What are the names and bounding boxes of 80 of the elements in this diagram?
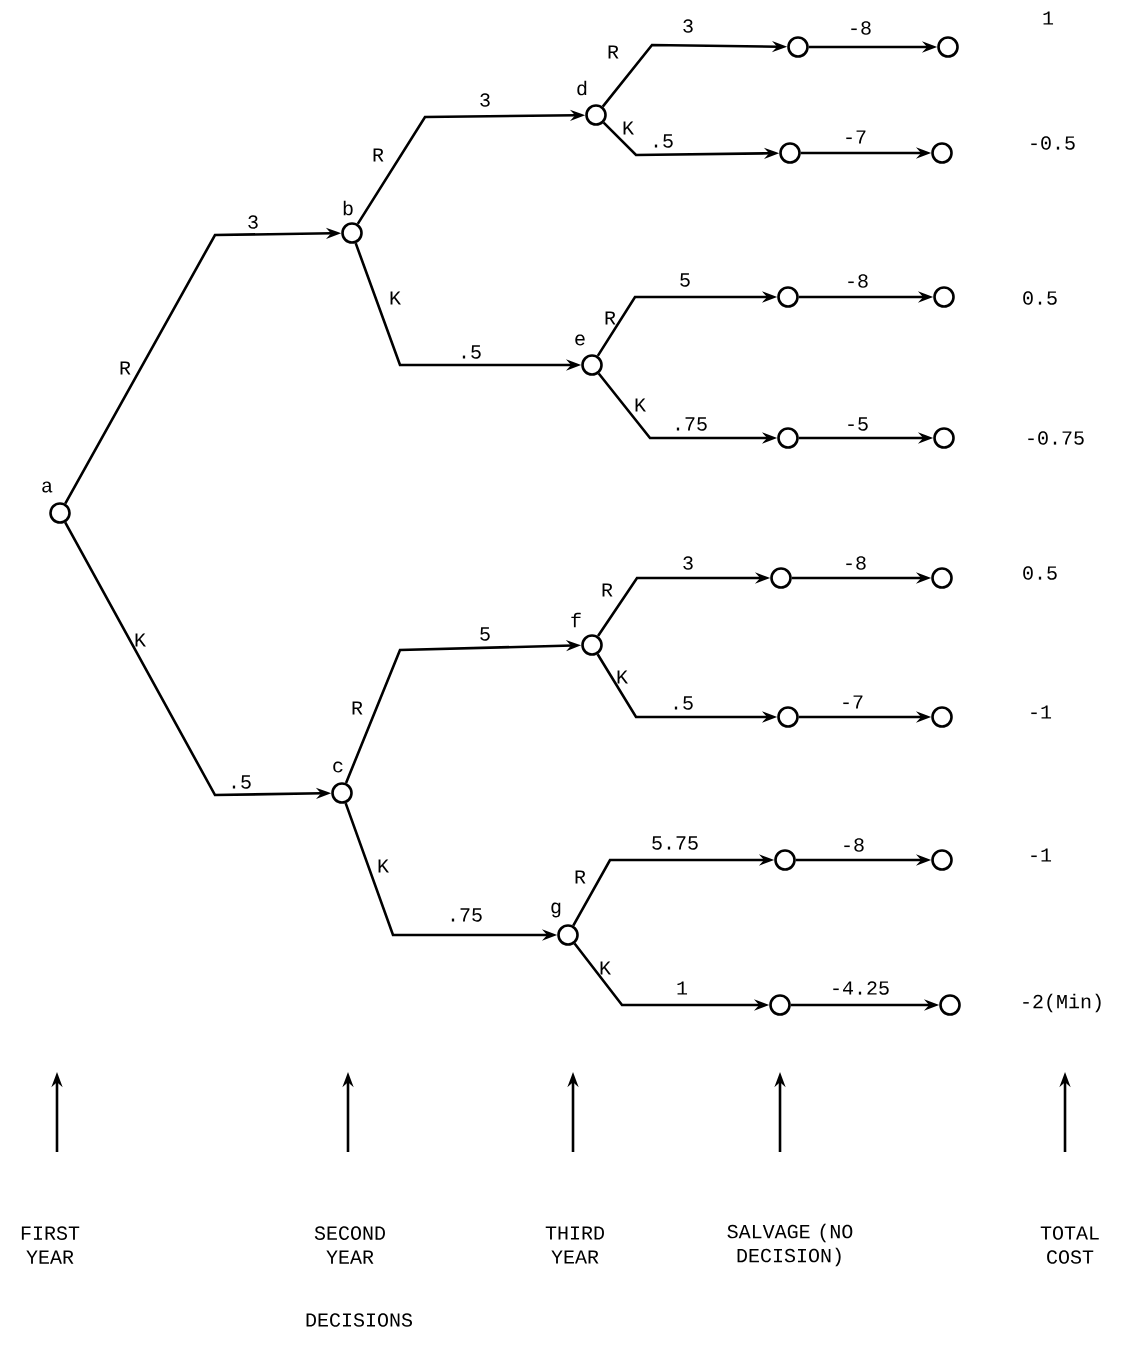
node-circle: [777, 706, 799, 728]
edge-label: -7: [842, 129, 868, 145]
label: TOTAL COST: [1040, 1226, 1099, 1264]
label: K: [623, 121, 634, 135]
label: SECOND YEAR: [314, 1226, 385, 1264]
edge-label: 3: [246, 214, 260, 230]
node-circle: [779, 142, 801, 164]
edge-label: 1: [675, 980, 689, 996]
edge-label: -8: [842, 555, 868, 571]
label: 1: [1043, 11, 1054, 25]
node-circle: [939, 994, 961, 1016]
node-letter: d: [577, 80, 587, 96]
node-circle: [933, 286, 955, 308]
node-circle: [774, 849, 796, 871]
node-circle: [931, 567, 953, 589]
edge-label: 3: [681, 555, 695, 571]
edge-label: -8: [840, 837, 866, 853]
edge-label: 3: [478, 92, 492, 108]
label: K: [135, 633, 146, 647]
edge-label: .5: [457, 344, 483, 360]
label: -2(Min): [1023, 993, 1101, 1013]
node-circle: [931, 706, 953, 728]
edge-label: -8: [847, 20, 873, 36]
edge-label: -8: [844, 273, 870, 289]
node-letter: f: [571, 612, 581, 628]
label: R: [602, 583, 613, 597]
label: 0.5: [1023, 291, 1057, 305]
node-circle: [937, 36, 959, 58]
label: -0.5: [1031, 136, 1075, 150]
edge-label: 5.75: [650, 835, 700, 851]
label: R: [608, 45, 619, 59]
node-circle: [931, 849, 953, 871]
node-circle: [769, 994, 791, 1016]
label: 0.5: [1023, 566, 1057, 580]
node-circle: [341, 222, 363, 244]
node-circle: [777, 286, 799, 308]
node-circle: [581, 634, 603, 656]
label: SALVAGE (NO DECISION): [727, 1223, 853, 1267]
label: K: [635, 398, 646, 412]
node-letter: b: [343, 200, 353, 216]
label: K: [617, 670, 628, 684]
label: R: [605, 311, 616, 325]
edge-label: -7: [839, 694, 865, 710]
label: R: [575, 870, 586, 884]
edge-label: 3: [681, 18, 695, 34]
label: R: [373, 148, 384, 162]
node-circle: [49, 502, 71, 524]
node-letter: c: [333, 761, 343, 773]
label: K: [600, 961, 611, 975]
edge-label: .5: [669, 695, 695, 711]
label: -1: [1031, 848, 1052, 862]
edge-label: -4.25: [829, 980, 891, 996]
label: DECISIONS: [306, 1313, 412, 1327]
label: FIRST YEAR: [21, 1226, 80, 1264]
node-letter: e: [575, 334, 585, 346]
edge-label: .5: [649, 133, 675, 149]
edge-label: 5: [478, 626, 492, 642]
node-circle: [770, 567, 792, 589]
node-circle: [331, 782, 353, 804]
node-circle: [557, 924, 579, 946]
node-circle: [777, 427, 799, 449]
node-circle: [933, 427, 955, 449]
label: -1: [1031, 705, 1052, 719]
node-circle: [581, 354, 603, 376]
label: K: [390, 291, 401, 305]
label: THIRD YEAR: [545, 1226, 604, 1264]
label: -0.75: [1028, 431, 1084, 445]
node-letter: a: [42, 481, 53, 493]
edge-label: .75: [671, 416, 709, 432]
edge-label: 5: [678, 272, 692, 288]
node-circle: [787, 36, 809, 58]
edge-label: .5: [227, 774, 253, 790]
node-circle: [585, 104, 607, 126]
label: R: [352, 701, 363, 715]
label: R: [120, 361, 131, 375]
edge-label: -5: [844, 416, 870, 432]
node-letter: g: [551, 902, 561, 918]
label: K: [378, 859, 389, 873]
node-circle: [931, 142, 953, 164]
edge-label: .75: [446, 907, 484, 923]
